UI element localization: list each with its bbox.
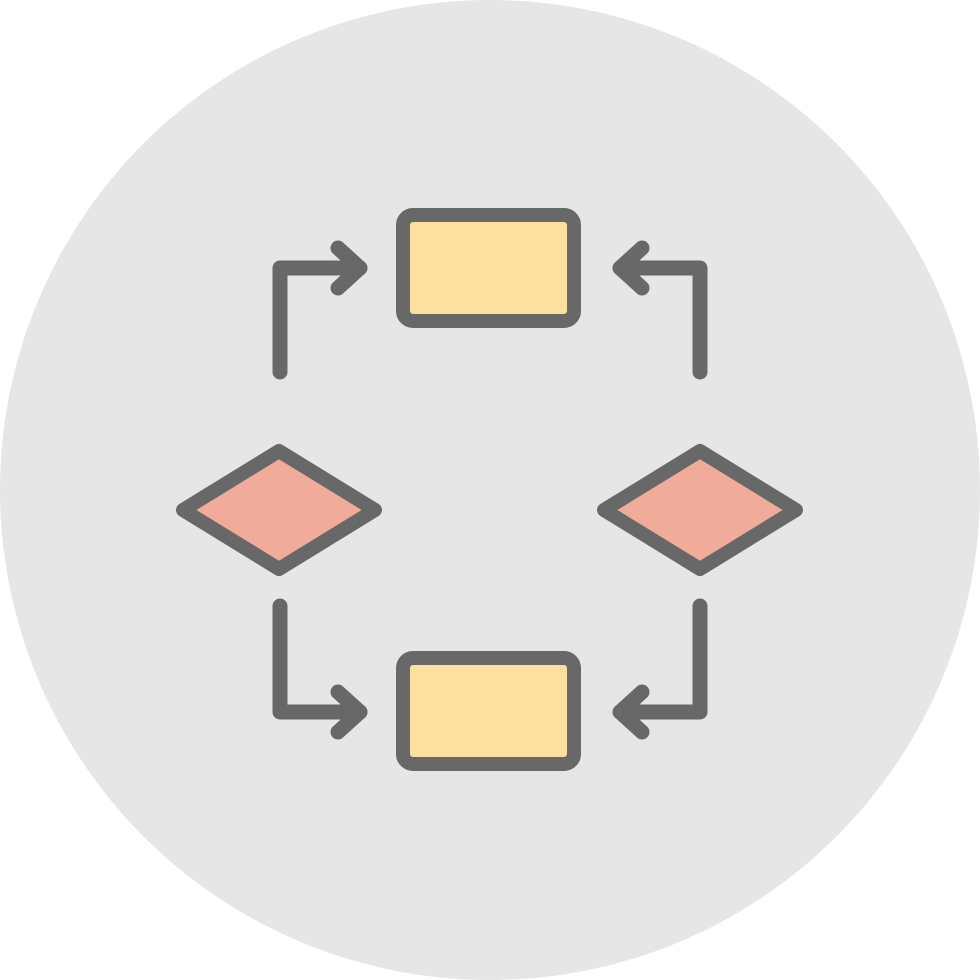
arrow-bottom-left-icon xyxy=(272,598,368,740)
decision-diamond-left xyxy=(176,444,382,576)
arrow-bottom-right-icon xyxy=(612,598,708,740)
process-box-top xyxy=(396,208,581,328)
arrow-top-right-icon xyxy=(612,240,708,380)
decision-diamond-right xyxy=(597,444,803,576)
arrow-top-left-icon xyxy=(272,240,368,380)
process-box-bottom xyxy=(396,651,581,771)
